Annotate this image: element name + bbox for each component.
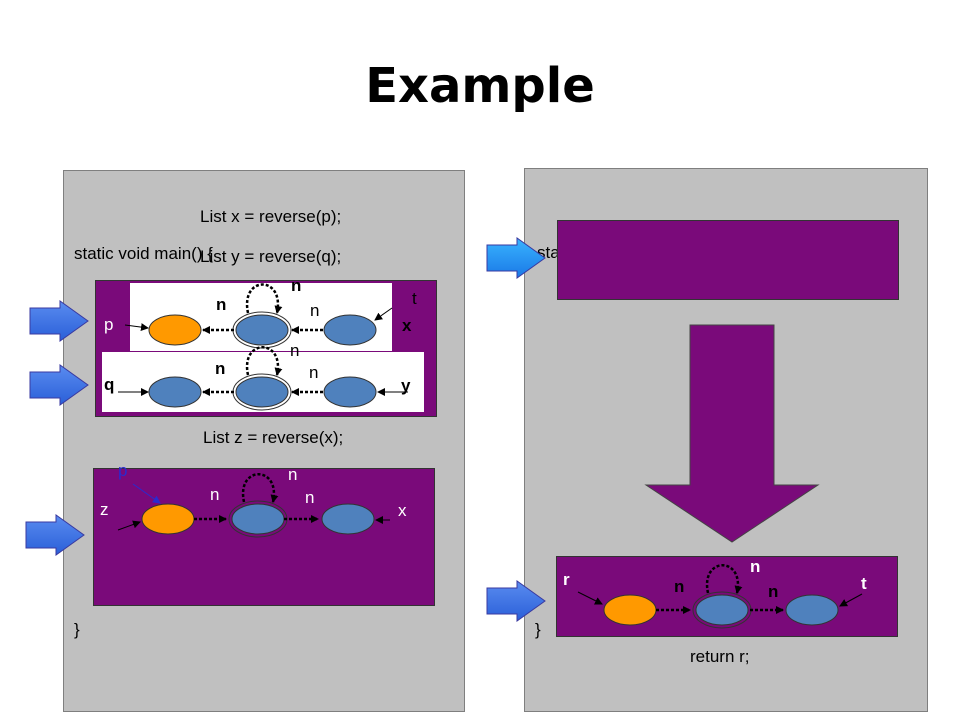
node-z-last: [321, 503, 375, 535]
left-code-panel: [63, 170, 465, 712]
label-self-loop-n: n: [750, 557, 761, 576]
label-var-p: p: [104, 315, 114, 334]
graph-r: [577, 564, 863, 629]
label-self-loop-n: n: [215, 359, 226, 378]
label-var-z: z: [100, 500, 109, 519]
label-edge-n: n: [216, 295, 227, 314]
label-var-t: t: [861, 574, 867, 593]
label-var-x: x: [398, 501, 407, 520]
node-r-middle: [695, 594, 749, 626]
node-q-middle: [235, 376, 289, 408]
label-var-p-blue: p: [118, 461, 128, 480]
label-var-q: q: [104, 375, 115, 394]
label-edge-n: n: [305, 488, 315, 507]
left-close-brace: }: [74, 620, 80, 639]
step-pointer-right-2: [486, 580, 546, 622]
code-line-main: static void main() {: [74, 244, 213, 263]
label-edge-n: n: [210, 485, 220, 504]
step-pointer-right-1: [486, 237, 546, 279]
node-p-first: [148, 314, 202, 346]
label-var-t: t: [412, 289, 417, 308]
node-q-first: [148, 376, 202, 408]
code-line-y: List y = reverse(q);: [200, 247, 342, 266]
node-q-last: [323, 376, 377, 408]
label-edge-n: n: [310, 301, 320, 320]
code-line-x: List x = reverse(p);: [200, 207, 342, 226]
node-r-first: [603, 594, 657, 626]
node-z-middle: [231, 503, 285, 535]
label-edge-n: n: [290, 341, 300, 360]
return-statement: return r;: [690, 647, 750, 666]
node-p-last: [323, 314, 377, 346]
step-pointer-left-2: [29, 364, 89, 406]
graph-p: [124, 283, 393, 349]
code-line-z: List z = reverse(x);: [203, 428, 344, 447]
label-var-y: y: [401, 376, 411, 395]
label-edge-n: n: [309, 363, 319, 382]
slide-title: Example: [365, 58, 595, 114]
graph-z: [117, 473, 390, 538]
graph-q: [118, 346, 408, 411]
label-self-loop-n: n: [291, 276, 302, 295]
label-edge-n: n: [768, 582, 779, 601]
right-close-brace: }: [535, 620, 541, 639]
heap-box-top: [557, 220, 899, 300]
node-p-middle: [235, 314, 289, 346]
label-self-loop-n: n: [288, 465, 298, 484]
node-r-last: [785, 594, 839, 626]
step-pointer-left-3: [25, 514, 85, 556]
label-var-x: x: [402, 316, 412, 335]
label-edge-n: n: [674, 577, 685, 596]
node-z-first: [141, 503, 195, 535]
label-var-r: r: [563, 570, 570, 589]
transform-down-arrow: [644, 324, 820, 543]
step-pointer-left-1: [29, 300, 89, 342]
